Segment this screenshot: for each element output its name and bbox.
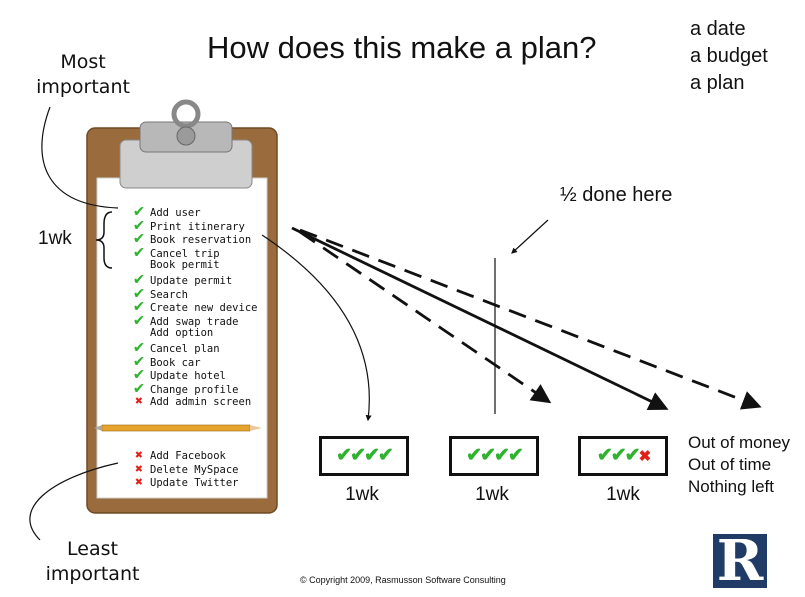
clipboard [86, 99, 278, 514]
check-icon: ✔ [133, 364, 145, 385]
story-item: ✖ Add admin screen [128, 395, 257, 409]
story-label: Update Twitter [150, 477, 239, 490]
plan-outcomes: a date a budget a plan [690, 16, 768, 97]
most-important-label: Most important [36, 51, 130, 98]
dashed-arrow-short [299, 230, 552, 404]
check-icon: ✔ [133, 296, 145, 317]
least-important-label: Least important [45, 538, 140, 585]
check-icon: ✔ [133, 282, 145, 303]
result-nothing: Nothing left [688, 477, 774, 496]
story-item: ✖ Add Facebook [128, 449, 239, 463]
story-label: Create new device [150, 302, 258, 315]
check-icon: ✔ [133, 201, 145, 221]
most-important-pointer [41, 106, 119, 209]
story-item: ✔ Add swap trade [128, 309, 257, 330]
story-item: ✔ Update hotel [128, 364, 257, 385]
dashed-arrow-long [299, 228, 762, 410]
story-item: ✔ Update permit [128, 268, 257, 289]
story-label: Cancel plan [150, 342, 220, 355]
check-icon: ✔ [624, 445, 641, 466]
check-icon: ✔ [610, 445, 627, 466]
check-icon: ✔ [466, 445, 482, 466]
story-label: Book car [150, 356, 201, 369]
main-story-list: ✔ Add user ✔ Print itinerary ✔ Book reservati… [128, 201, 258, 409]
check-icon: ✔ [133, 268, 145, 289]
cross-icon: ✖ [638, 448, 652, 465]
check-icon: ✔ [364, 445, 380, 466]
company-logo: R [713, 534, 767, 588]
check-icon: ✔ [133, 214, 145, 235]
story-item: ✔ Add user [128, 201, 257, 221]
first-week-label: 1wk [38, 228, 72, 249]
low-priority-story-list: ✖ Add Facebook ✖ Delete MySpace ✖ Update Twit… [128, 449, 239, 491]
results-list: Out of money Out of time Nothing left [688, 432, 790, 498]
least-important-pointer [29, 462, 119, 541]
week-brace [95, 211, 113, 269]
copyright-notice: © Copyright 2009, Rasmusson Software Con… [300, 575, 506, 585]
story-item: ✖ Update Twitter [128, 475, 239, 491]
check-icon: ✔ [350, 445, 366, 466]
story-label: Add user [150, 207, 201, 219]
half-done-pointer [511, 219, 549, 254]
story-label: Update permit [150, 274, 233, 287]
iteration-1-label: 1wk [345, 484, 379, 505]
cross-icon: ✖ [135, 448, 143, 463]
story-item: ✔ Cancel trip [128, 241, 257, 262]
story-item: Book permit [128, 259, 257, 273]
story-label: Add Facebook [150, 450, 226, 462]
iteration-box-2: ✔✔✔✔ [449, 436, 539, 476]
story-label: Cancel trip [150, 247, 220, 260]
story-item: ✔ Create new device [128, 296, 258, 317]
check-icon: ✔ [133, 309, 145, 330]
story-item: ✔ Book car [128, 350, 257, 371]
half-done-label: ½ done here [560, 184, 673, 206]
check-icon: ✔ [494, 445, 510, 466]
story-label: Book reservation [150, 234, 252, 247]
check-icon: ✔ [133, 336, 145, 357]
check-icon: ✔ [133, 241, 145, 262]
solid-arrow [291, 226, 669, 411]
outcome-date: a date [690, 18, 746, 40]
iteration-box-1: ✔✔✔✔ [319, 436, 409, 476]
check-icon: ✔ [507, 445, 524, 466]
check-icon: ✔ [133, 377, 145, 398]
story-label: Update hotel [150, 370, 226, 383]
story-item: ✔ Search [128, 282, 257, 303]
story-label: Add swap trade [150, 315, 239, 328]
story-label: Book permit [150, 259, 220, 272]
story-label: Add admin screen [150, 396, 252, 409]
curved-arrow-to-iteration [261, 234, 372, 422]
check-icon: ✔ [377, 445, 394, 466]
story-label: Change profile [150, 383, 239, 396]
story-item: Add option [128, 327, 257, 341]
check-icon: ✔ [596, 445, 613, 466]
slide-title: How does this make a plan? [207, 30, 597, 65]
result-time: Out of time [688, 455, 772, 474]
cross-icon: ✖ [135, 461, 143, 477]
outcome-plan: a plan [690, 72, 745, 94]
story-item: ✖ Delete MySpace [128, 461, 239, 477]
check-icon: ✔ [480, 445, 496, 466]
story-label: Print itinerary [150, 220, 245, 233]
result-money: Out of money [688, 433, 791, 452]
outcome-budget: a budget [690, 45, 768, 67]
check-icon: ✔ [133, 350, 145, 371]
story-item: ✔ Change profile [128, 377, 257, 398]
pencil-icon [94, 424, 262, 432]
story-item: ✔ Cancel plan [128, 336, 257, 357]
story-item: ✔ Print itinerary [128, 214, 257, 235]
story-label: Add option [150, 327, 214, 340]
check-icon: ✔ [133, 228, 145, 249]
iteration-3-label: 1wk [606, 484, 640, 505]
story-label: Search [150, 288, 188, 301]
story-item: ✔ Book reservation [128, 228, 257, 249]
story-label: Delete MySpace [150, 463, 239, 476]
cross-icon: ✖ [135, 394, 143, 410]
iteration-2-label: 1wk [475, 484, 509, 505]
iteration-box-3: ✔✔✔✖ [578, 436, 668, 476]
check-icon: ✔ [336, 445, 352, 466]
cross-icon: ✖ [135, 475, 143, 491]
